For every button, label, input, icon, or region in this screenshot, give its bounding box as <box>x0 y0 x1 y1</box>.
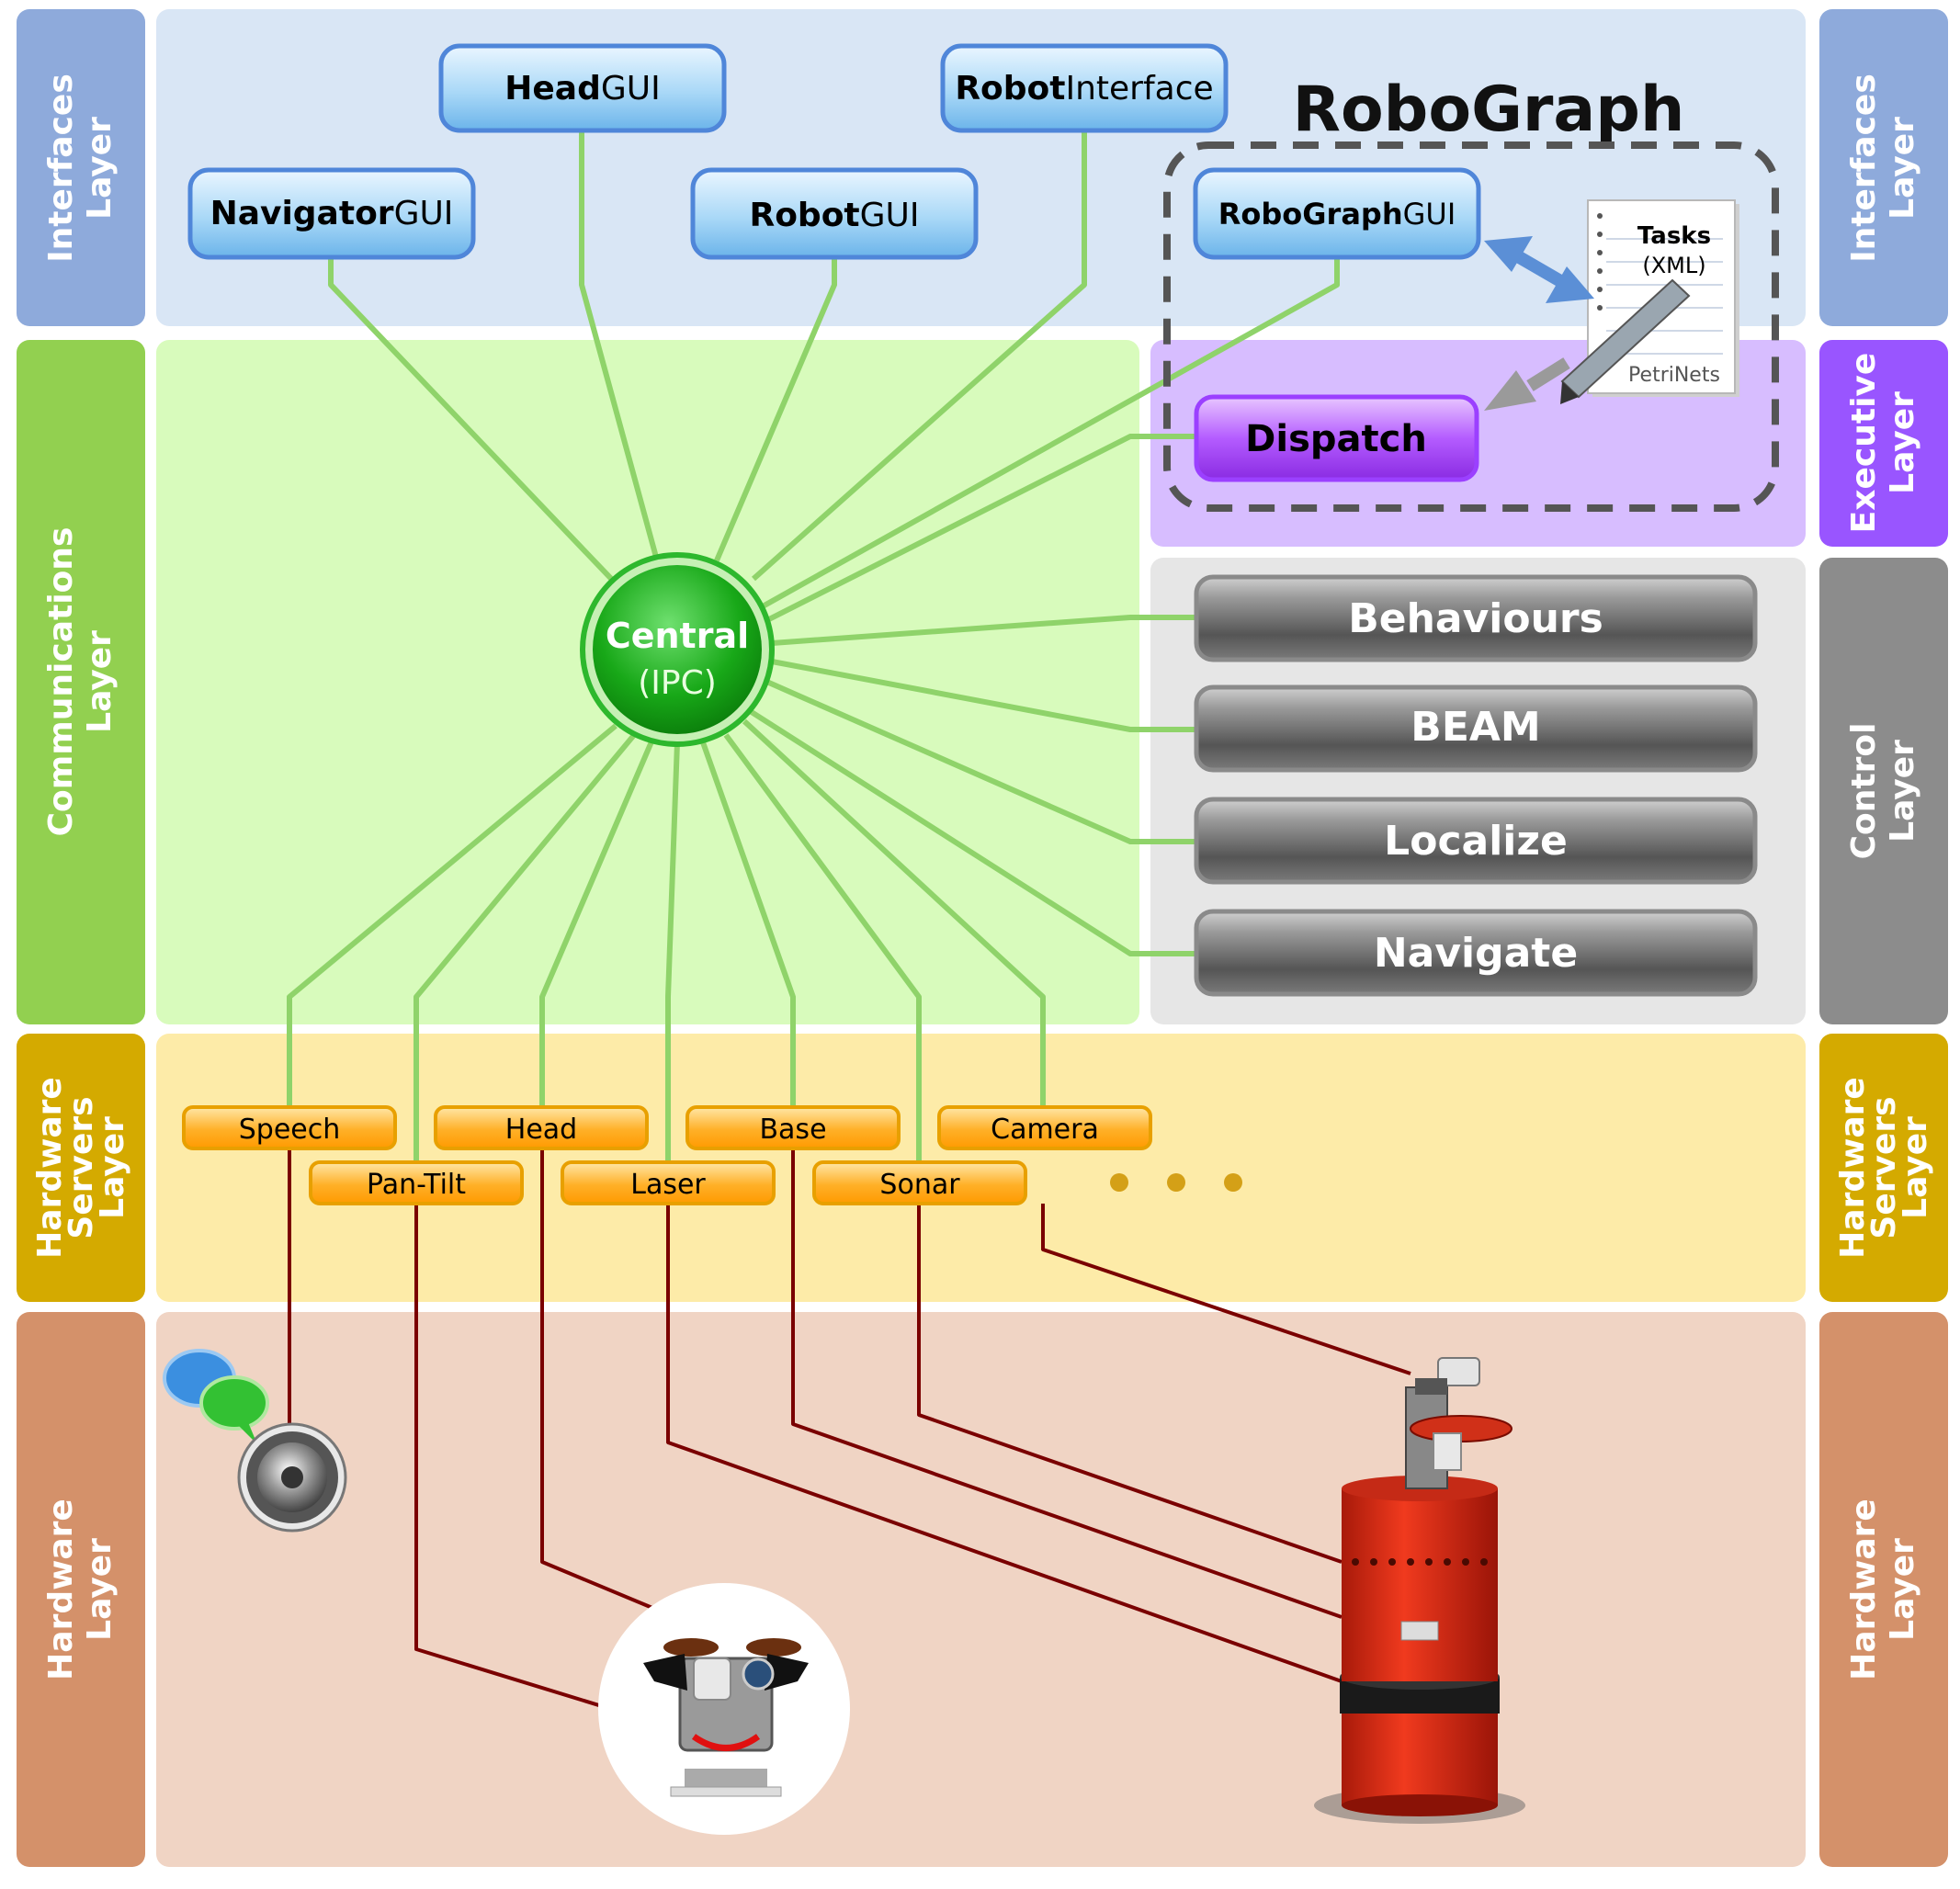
control-module-behaviours[interactable]: Behaviours <box>1194 574 1758 662</box>
hw-wire-fades <box>288 1144 1045 1305</box>
layer-label-control-right: Control Layer <box>1845 723 1921 860</box>
robot-gui-box[interactable]: RobotGUI <box>690 167 979 260</box>
svg-text:Sonar: Sonar <box>879 1169 960 1201</box>
layer-label-hardware-servers-right: Hardware Servers Layer <box>1834 1077 1934 1259</box>
svg-text:(IPC): (IPC) <box>638 664 717 702</box>
svg-text:PetriNets: PetriNets <box>1628 364 1720 387</box>
control-module-beam[interactable]: BEAM <box>1194 684 1758 773</box>
svg-text:Speech: Speech <box>239 1114 341 1146</box>
svg-text:Behaviours: Behaviours <box>1348 595 1603 642</box>
dispatch-box[interactable]: Dispatch <box>1194 394 1479 482</box>
svg-text:Base: Base <box>759 1114 826 1146</box>
svg-text:Pan-Tilt: Pan-Tilt <box>367 1169 466 1201</box>
speaker-icon <box>237 1422 347 1533</box>
layer-label-communications-left: Communications Layer <box>42 527 119 837</box>
svg-text:Interfaces: Interfaces <box>42 74 80 263</box>
svg-text:Dispatch: Dispatch <box>1245 418 1427 460</box>
central-ipc-node[interactable]: Central (IPC) <box>580 552 775 747</box>
robograph-group-border <box>1163 141 1779 512</box>
layer-label-interfaces-left: Interfaces Layer <box>42 74 119 263</box>
hardware-panel <box>156 1312 1806 1867</box>
pencil-icon <box>1560 278 1691 404</box>
svg-text:Layer: Layer <box>81 1538 119 1641</box>
svg-text:Layer: Layer <box>1884 391 1921 494</box>
right-layer-labels <box>1819 9 1948 1867</box>
svg-text:Layer: Layer <box>1884 117 1921 220</box>
hw-server-laser[interactable]: Laser <box>561 1160 776 1205</box>
svg-text:(XML): (XML) <box>1642 253 1705 278</box>
svg-text:Head: Head <box>505 1114 577 1146</box>
layer-label-hardware-left: Hardware Layer <box>42 1499 119 1680</box>
ipc-connections <box>287 129 1340 1162</box>
control-module-navigate[interactable]: Navigate <box>1194 909 1758 997</box>
layer-label-executive-right: Executive Layer <box>1845 353 1921 534</box>
chat-bubbles-icon <box>163 1349 269 1444</box>
left-layer-labels <box>17 9 145 1867</box>
svg-text:Control: Control <box>1845 723 1883 860</box>
tasks-document-icon: Tasks (XML) PetriNets <box>1560 199 1739 404</box>
control-panel <box>1150 558 1806 1024</box>
svg-text:Layer: Layer <box>81 630 119 733</box>
layer-label-interfaces-right: Interfaces Layer <box>1845 74 1921 263</box>
svg-text:HeadGUI: HeadGUI <box>504 70 660 107</box>
layer-label-hardware-right: Hardware Layer <box>1845 1499 1921 1680</box>
hw-server-speech[interactable]: Speech <box>182 1105 397 1150</box>
layer-label-hardware-servers-left: Hardware Servers Layer <box>31 1077 131 1259</box>
hw-server-pan-tilt[interactable]: Pan-Tilt <box>309 1160 524 1205</box>
svg-text:Laser: Laser <box>630 1169 706 1201</box>
svg-text:Layer: Layer <box>1884 740 1921 843</box>
svg-text:Hardware: Hardware <box>42 1499 80 1680</box>
svg-text:RoboGraphGUI: RoboGraphGUI <box>1218 197 1456 232</box>
hw-server-head[interactable]: Head <box>434 1105 649 1150</box>
svg-text:Hardware: Hardware <box>1834 1077 1872 1259</box>
svg-text:Executive: Executive <box>1845 353 1883 534</box>
svg-text:Layer: Layer <box>94 1116 131 1219</box>
svg-text:NavigatorGUI: NavigatorGUI <box>210 195 454 232</box>
robograph-title: RoboGraph <box>1293 74 1685 146</box>
svg-text:Layer: Layer <box>1884 1538 1921 1641</box>
ellipsis-icon <box>1110 1173 1242 1192</box>
svg-text:Navigate: Navigate <box>1374 930 1578 977</box>
svg-text:Communications: Communications <box>42 527 80 837</box>
svg-text:RobotInterface: RobotInterface <box>955 70 1213 107</box>
svg-text:Camera: Camera <box>991 1114 1099 1146</box>
svg-text:Layer: Layer <box>81 117 119 220</box>
control-module-localize[interactable]: Localize <box>1194 797 1758 885</box>
robot-interface-box[interactable]: RobotInterface <box>940 43 1229 133</box>
svg-text:Hardware: Hardware <box>31 1077 69 1259</box>
mobile-robot-image <box>1314 1357 1525 1824</box>
svg-text:BEAM: BEAM <box>1411 704 1540 751</box>
svg-text:Interfaces: Interfaces <box>1845 74 1883 263</box>
svg-text:RobotGUI: RobotGUI <box>749 197 919 234</box>
svg-text:Servers: Servers <box>62 1096 100 1239</box>
hw-server-camera[interactable]: Camera <box>937 1105 1152 1150</box>
bidirectional-arrow-icon <box>1484 236 1594 303</box>
svg-text:Localize: Localize <box>1384 818 1568 865</box>
gray-arrow-icon <box>1484 357 1570 411</box>
svg-text:Tasks: Tasks <box>1637 222 1711 250</box>
svg-text:Layer: Layer <box>1897 1116 1934 1219</box>
navigator-gui-box[interactable]: NavigatorGUI <box>187 167 476 260</box>
head-gui-box[interactable]: HeadGUI <box>438 43 727 133</box>
hw-server-base[interactable]: Base <box>685 1105 901 1150</box>
svg-text:Servers: Servers <box>1865 1096 1903 1239</box>
robot-head-image <box>598 1583 850 1835</box>
svg-text:Central: Central <box>606 616 749 656</box>
robograph-gui-box[interactable]: RoboGraphGUI <box>1193 167 1481 260</box>
hw-server-sonar[interactable]: Sonar <box>812 1160 1027 1205</box>
svg-text:Hardware: Hardware <box>1845 1499 1883 1680</box>
